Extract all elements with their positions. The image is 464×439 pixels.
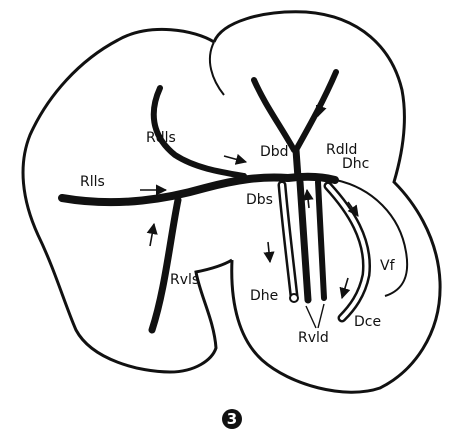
arrow-dce xyxy=(342,278,348,298)
rvld-duct-right xyxy=(318,182,324,298)
label-rvld: Rvld xyxy=(298,330,329,346)
label-rvls: Rvls xyxy=(170,272,199,288)
label-rlls: Rlls xyxy=(80,174,105,190)
hub-right xyxy=(288,177,335,180)
rdld-right-branch xyxy=(296,72,336,150)
label-dhe: Dhe xyxy=(250,288,278,304)
label-rdls: Rdls xyxy=(146,130,176,146)
label-dhc: Dhc xyxy=(342,156,369,172)
arrow-dbd xyxy=(224,156,246,162)
rvld-duct-left xyxy=(300,182,308,300)
rvld-pointer-right xyxy=(318,304,324,328)
label-vf: Vf xyxy=(380,258,396,274)
dhe-duct-end xyxy=(290,294,298,302)
lobe-division-line xyxy=(210,42,224,95)
arrow-rvls xyxy=(150,224,154,246)
arrow-dhe xyxy=(268,242,270,262)
arrow-up-rvld xyxy=(307,190,309,208)
label-dbs: Dbs xyxy=(246,192,273,208)
label-dce: Dce xyxy=(354,314,381,330)
vf-vessel xyxy=(336,180,407,296)
dce-duct-outer xyxy=(328,186,367,318)
figure-number: 3 xyxy=(227,410,237,428)
rdld-left-branch xyxy=(254,80,294,150)
rvls-duct xyxy=(152,200,178,330)
label-dbd: Dbd xyxy=(260,144,289,160)
rvld-pointer-left xyxy=(306,306,316,328)
figure-number-badge: 3 xyxy=(222,409,242,429)
